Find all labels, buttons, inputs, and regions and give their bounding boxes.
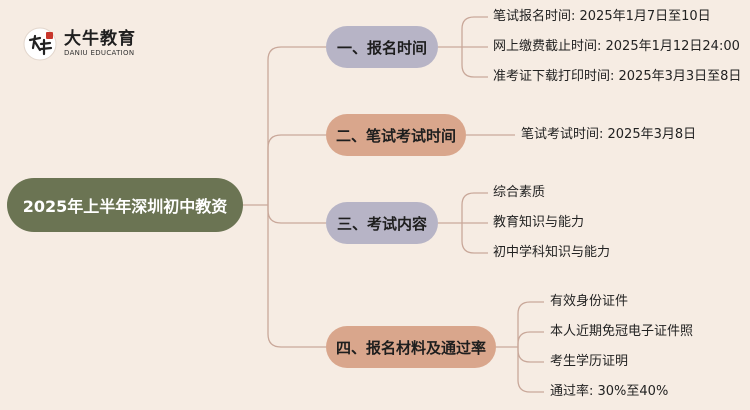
leaf-admission-ticket: 准考证下载打印时间: 2025年3月3日至8日 [493, 69, 742, 84]
trunk-connector [267, 46, 326, 205]
branch-registration-time: 一、报名时间 [326, 26, 438, 68]
leaf-pass-rate: 通过率: 30%至40% [550, 384, 669, 399]
branch-exam-time: 二、笔试考试时间 [326, 114, 466, 156]
branch-materials-pass-rate: 四、报名材料及通过率 [326, 326, 496, 368]
leaf-photo: 本人近期免冠电子证件照 [550, 324, 694, 339]
leaf-exam-date: 笔试考试时间: 2025年3月8日 [521, 127, 697, 142]
leaf-content-subject: 初中学科知识与能力 [493, 245, 611, 260]
logo-text: 大牛教育 DANIU EDUCATION [64, 30, 136, 58]
leaf-registration-dates: 笔试报名时间: 2025年1月7日至10日 [493, 9, 711, 24]
logo-icon [22, 26, 58, 62]
leaf-content-general: 综合素质 [493, 185, 546, 200]
logo-name-en: DANIU EDUCATION [64, 49, 135, 57]
leaf-id-document: 有效身份证件 [550, 294, 629, 309]
leaf-payment-deadline: 网上缴费截止时间: 2025年1月12日24:00 [493, 39, 740, 54]
leaf-content-education: 教育知识与能力 [493, 215, 585, 230]
brand-logo: 大牛教育 DANIU EDUCATION [22, 26, 136, 62]
root-node: 2025年上半年深圳初中教资 [7, 178, 243, 232]
logo-name-cn: 大牛教育 [64, 29, 136, 49]
leaf-education-proof: 考生学历证明 [550, 354, 629, 369]
branch-exam-content: 三、考试内容 [326, 202, 438, 244]
